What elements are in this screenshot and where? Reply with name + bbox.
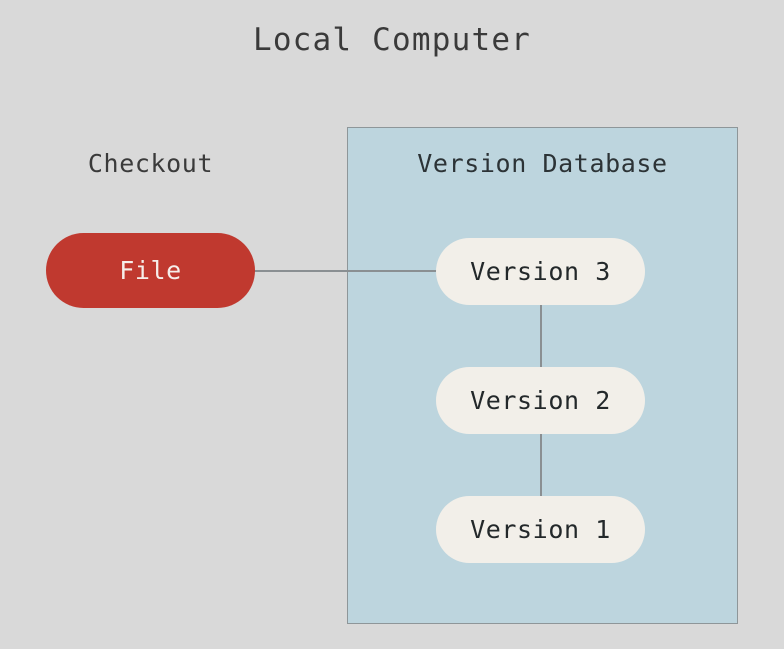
- checkout-section-label: Checkout: [87, 149, 214, 178]
- version-database-title: Version Database: [417, 149, 668, 178]
- page-title: Local Computer: [252, 22, 532, 58]
- connector-file-to-version-3: [248, 270, 443, 272]
- node-file[interactable]: File: [46, 233, 255, 308]
- connector-version-3-to-version-2: [540, 300, 542, 372]
- node-version-1[interactable]: Version 1: [436, 496, 645, 563]
- node-version-3[interactable]: Version 3: [436, 238, 645, 305]
- connector-version-2-to-version-1: [540, 429, 542, 501]
- node-version-2[interactable]: Version 2: [436, 367, 645, 434]
